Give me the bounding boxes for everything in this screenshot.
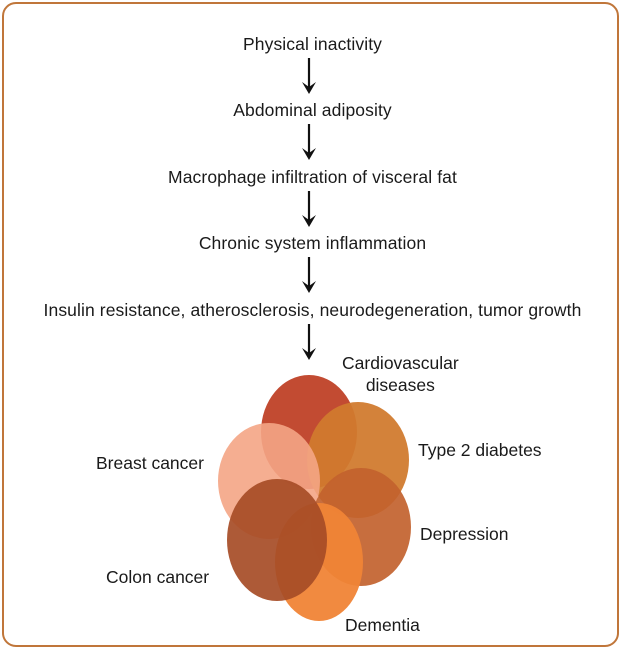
step-physical-inactivity: Physical inactivity [242, 34, 383, 54]
label-depression: Depression [420, 524, 509, 544]
label-colon-cancer: Colon cancer [106, 567, 210, 587]
down-arrow-icon [302, 58, 316, 94]
label-cardiovascular-line2: diseases [365, 375, 435, 395]
down-arrow-icon [302, 324, 316, 360]
step-macrophage-infiltration: Macrophage infiltration of visceral fat [168, 167, 457, 187]
step-abdominal-adiposity: Abdominal adiposity [233, 100, 392, 120]
down-arrow-icon [302, 257, 316, 293]
colon-cancer-ellipse [227, 479, 327, 601]
label-cardiovascular: Cardiovascular diseases [342, 352, 459, 396]
step-pathologies: Insulin resistance, atherosclerosis, neu… [43, 300, 582, 320]
down-arrow-icon [302, 124, 316, 160]
label-dementia: Dementia [345, 615, 420, 635]
step-chronic-inflammation: Chronic system inflammation [198, 233, 427, 253]
label-breast-cancer: Breast cancer [96, 453, 204, 473]
label-type2-diabetes: Type 2 diabetes [418, 440, 542, 460]
down-arrow-icon [302, 191, 316, 227]
label-cardiovascular-line1: Cardiovascular [342, 353, 459, 373]
